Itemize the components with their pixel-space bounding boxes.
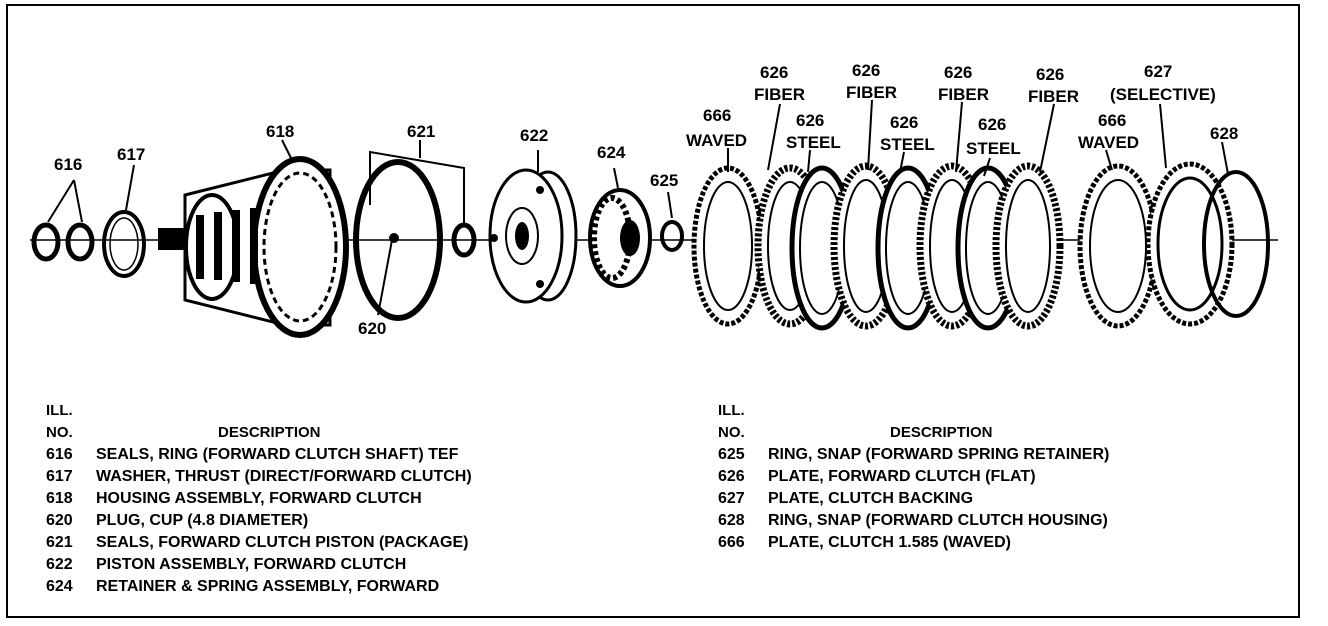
legend-left-header: ILL. NO. DESCRIPTION bbox=[46, 400, 666, 444]
legend-row: 666 PLATE, CLUTCH 1.585 (WAVED) bbox=[718, 532, 1278, 554]
callout-627-selective: (SELECTIVE) bbox=[1110, 85, 1216, 104]
callout-626-fiber-3-text: FIBER bbox=[938, 85, 989, 104]
callout-626-fiber-1-text: FIBER bbox=[754, 85, 805, 104]
legend-item-description: PLATE, CLUTCH 1.585 (WAVED) bbox=[768, 534, 1011, 551]
legend-item-number: 620 bbox=[46, 512, 73, 529]
legend-item-description: PLATE, FORWARD CLUTCH (FLAT) bbox=[768, 468, 1036, 485]
callout-628: 628 bbox=[1210, 124, 1238, 143]
legend-item-number: 627 bbox=[718, 490, 745, 507]
legend-row: 625 RING, SNAP (FORWARD SPRING RETAINER) bbox=[718, 444, 1278, 466]
callout-626-steel-3-text: STEEL bbox=[966, 139, 1021, 158]
callout-626-fiber-1-number: 626 bbox=[760, 63, 788, 82]
legend-item-number: 625 bbox=[718, 446, 745, 463]
legend-left: ILL. NO. DESCRIPTION 616 SEALS, RING (FOR… bbox=[46, 400, 666, 598]
legend-right-ill-header: ILL. NO. bbox=[718, 400, 768, 444]
legend-right-ill-line1: ILL. bbox=[718, 402, 745, 419]
callout-626-steel-2-number: 626 bbox=[890, 113, 918, 132]
legend-row: 618 HOUSING ASSEMBLY, FORWARD CLUTCH bbox=[46, 488, 666, 510]
part-618-housing bbox=[158, 139, 349, 338]
legend-item-number: 617 bbox=[46, 468, 73, 485]
legend-right-description-header: DESCRIPTION bbox=[890, 424, 993, 441]
legend-left-ill-line2: NO. bbox=[46, 424, 73, 441]
legend-item-description: RETAINER & SPRING ASSEMBLY, FORWARD bbox=[96, 578, 440, 595]
legend-left-description-header: DESCRIPTION bbox=[218, 424, 321, 441]
part-625-snap-ring bbox=[660, 191, 684, 252]
part-617-washer bbox=[102, 164, 146, 278]
legend-item-number: 621 bbox=[46, 534, 73, 551]
callout-666-b-waved: WAVED bbox=[1078, 133, 1139, 152]
legend-row: 627 PLATE, CLUTCH BACKING bbox=[718, 488, 1278, 510]
legend-item-description: RING, SNAP (FORWARD CLUTCH HOUSING) bbox=[768, 512, 1108, 529]
legend-item-number: 624 bbox=[46, 578, 73, 595]
callout-618: 618 bbox=[266, 122, 294, 141]
part-621-piston-seals bbox=[353, 140, 477, 321]
part-616-seals bbox=[31, 179, 95, 262]
callout-666-b-number: 666 bbox=[1098, 111, 1126, 130]
legend-item-description: PISTON ASSEMBLY, FORWARD CLUTCH bbox=[96, 556, 407, 573]
callout-626-steel-3-number: 626 bbox=[978, 115, 1006, 134]
legend-right-header: ILL. NO. DESCRIPTION bbox=[718, 400, 1278, 444]
legend-item-description: SEALS, FORWARD CLUTCH PISTON (PACKAGE) bbox=[96, 534, 469, 551]
legend-item-description: PLATE, CLUTCH BACKING bbox=[768, 490, 974, 507]
callout-617: 617 bbox=[117, 145, 145, 164]
callout-626-fiber-3-number: 626 bbox=[944, 63, 972, 82]
legend-item-description: PLUG, CUP (4.8 DIAMETER) bbox=[96, 512, 309, 529]
exploded-view-diagram: 616 617 618 620 621 622 624 625 666 WAVE… bbox=[30, 61, 1278, 338]
callout-622: 622 bbox=[520, 126, 548, 145]
callout-621: 621 bbox=[407, 122, 435, 141]
callout-626-fiber-2-number: 626 bbox=[852, 61, 880, 80]
callout-625: 625 bbox=[650, 171, 678, 190]
legend-right-ill-line2: NO. bbox=[718, 424, 745, 441]
callout-626-fiber-2-text: FIBER bbox=[846, 83, 897, 102]
callout-626-fiber-4-text: FIBER bbox=[1028, 87, 1079, 106]
legend-item-description: WASHER, THRUST (DIRECT/FORWARD CLUTCH) bbox=[96, 468, 472, 485]
legend-row: 624 RETAINER & SPRING ASSEMBLY, FORWARD bbox=[46, 576, 666, 598]
callout-627-number: 627 bbox=[1144, 62, 1172, 81]
legend-row: 626 PLATE, FORWARD CLUTCH (FLAT) bbox=[718, 466, 1278, 488]
callout-620: 620 bbox=[358, 319, 386, 338]
legend-item-number: 626 bbox=[718, 468, 745, 485]
legend-item-number: 628 bbox=[718, 512, 745, 529]
part-622-piston bbox=[488, 150, 578, 304]
part-620-cup-plug bbox=[377, 233, 399, 316]
clutch-plate-stack bbox=[691, 99, 1270, 331]
legend-item-description: RING, SNAP (FORWARD SPRING RETAINER) bbox=[768, 446, 1110, 463]
legend-item-description: HOUSING ASSEMBLY, FORWARD CLUTCH bbox=[96, 490, 422, 507]
callout-624: 624 bbox=[597, 143, 626, 162]
legend-left-ill-line1: ILL. bbox=[46, 402, 73, 419]
legend-item-description: SEALS, RING (FORWARD CLUTCH SHAFT) TEF bbox=[96, 446, 459, 463]
callout-626-steel-1-number: 626 bbox=[796, 111, 824, 130]
callout-666-number: 666 bbox=[703, 106, 731, 125]
diagram-frame bbox=[6, 4, 1300, 618]
callout-626-steel-2-text: STEEL bbox=[880, 135, 935, 154]
legend-row: 616 SEALS, RING (FORWARD CLUTCH SHAFT) TE… bbox=[46, 444, 666, 466]
legend-left-ill-header: ILL. NO. bbox=[46, 400, 96, 444]
legend-row: 620 PLUG, CUP (4.8 DIAMETER) bbox=[46, 510, 666, 532]
legend-left-rows: 616 SEALS, RING (FORWARD CLUTCH SHAFT) TE… bbox=[46, 444, 666, 598]
legend-item-number: 616 bbox=[46, 446, 73, 463]
legend-row: 617 WASHER, THRUST (DIRECT/FORWARD CLUTCH… bbox=[46, 466, 666, 488]
legend-row: 628 RING, SNAP (FORWARD CLUTCH HOUSING) bbox=[718, 510, 1278, 532]
callout-626-steel-1-text: STEEL bbox=[786, 133, 841, 152]
part-624-spring-retainer bbox=[588, 167, 652, 288]
callout-626-fiber-4-number: 626 bbox=[1036, 65, 1064, 84]
callout-616: 616 bbox=[54, 155, 82, 174]
legend-row: 621 SEALS, FORWARD CLUTCH PISTON (PACKAGE… bbox=[46, 532, 666, 554]
callout-666-waved: WAVED bbox=[686, 131, 747, 150]
legend-item-number: 666 bbox=[718, 534, 745, 551]
legend-row: 622 PISTON ASSEMBLY, FORWARD CLUTCH bbox=[46, 554, 666, 576]
legend-item-number: 618 bbox=[46, 490, 73, 507]
legend-item-number: 622 bbox=[46, 556, 73, 573]
